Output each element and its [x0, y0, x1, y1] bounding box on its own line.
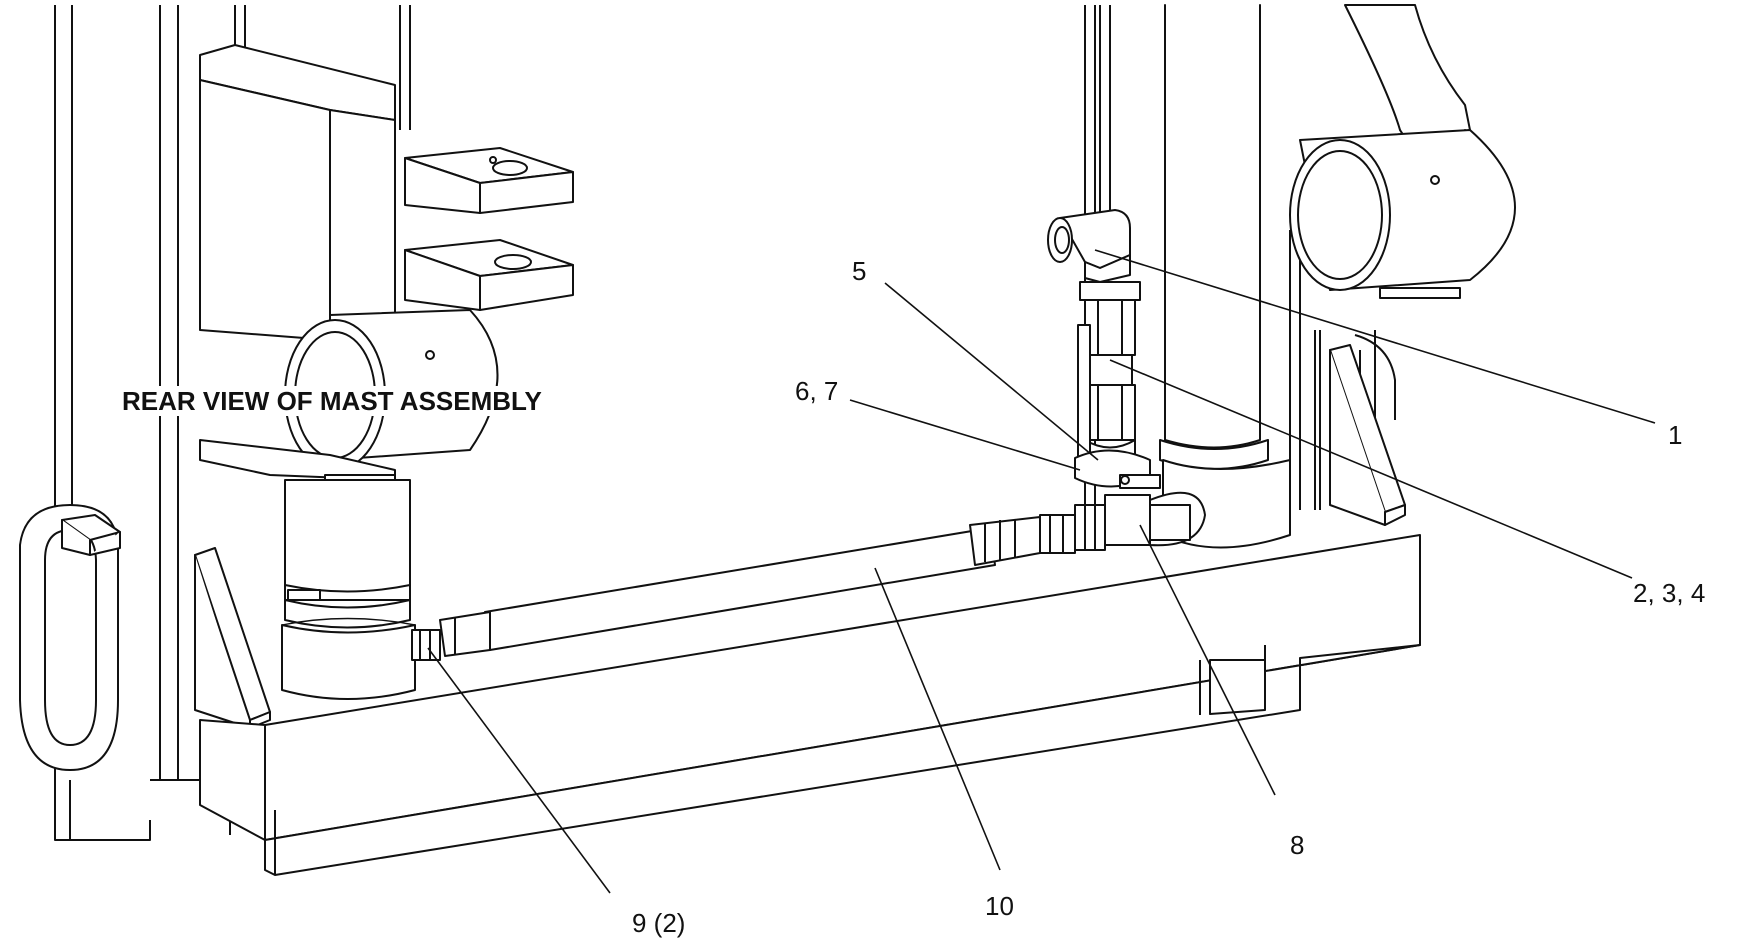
callout-6-7: 6, 7 — [795, 376, 839, 406]
tee-fitting — [1039, 491, 1206, 554]
upper-right-arm — [1289, 4, 1516, 299]
callout-5: 5 — [852, 256, 867, 286]
mounting-brackets — [404, 147, 574, 311]
callout-2-3-4: 2, 3, 4 — [1633, 578, 1706, 608]
callout-9-2: 9 (2) — [632, 908, 686, 938]
right-gusset — [1329, 334, 1406, 526]
left-vertical-cylinder — [281, 479, 416, 700]
left-gusset — [194, 547, 271, 729]
left-hose-fitting — [411, 629, 441, 661]
leader-lines — [427, 249, 1656, 894]
view-title: REAR VIEW OF MAST ASSEMBLY — [122, 386, 542, 416]
vertical-fitting-assembly — [1047, 209, 1161, 489]
callout-10: 10 — [985, 891, 1014, 921]
callout-1: 1 — [1668, 420, 1683, 450]
callout-8: 8 — [1290, 830, 1305, 860]
left-upper-housing — [199, 44, 396, 346]
hydraulic-hose — [439, 516, 1041, 657]
lifting-hook — [19, 504, 121, 771]
